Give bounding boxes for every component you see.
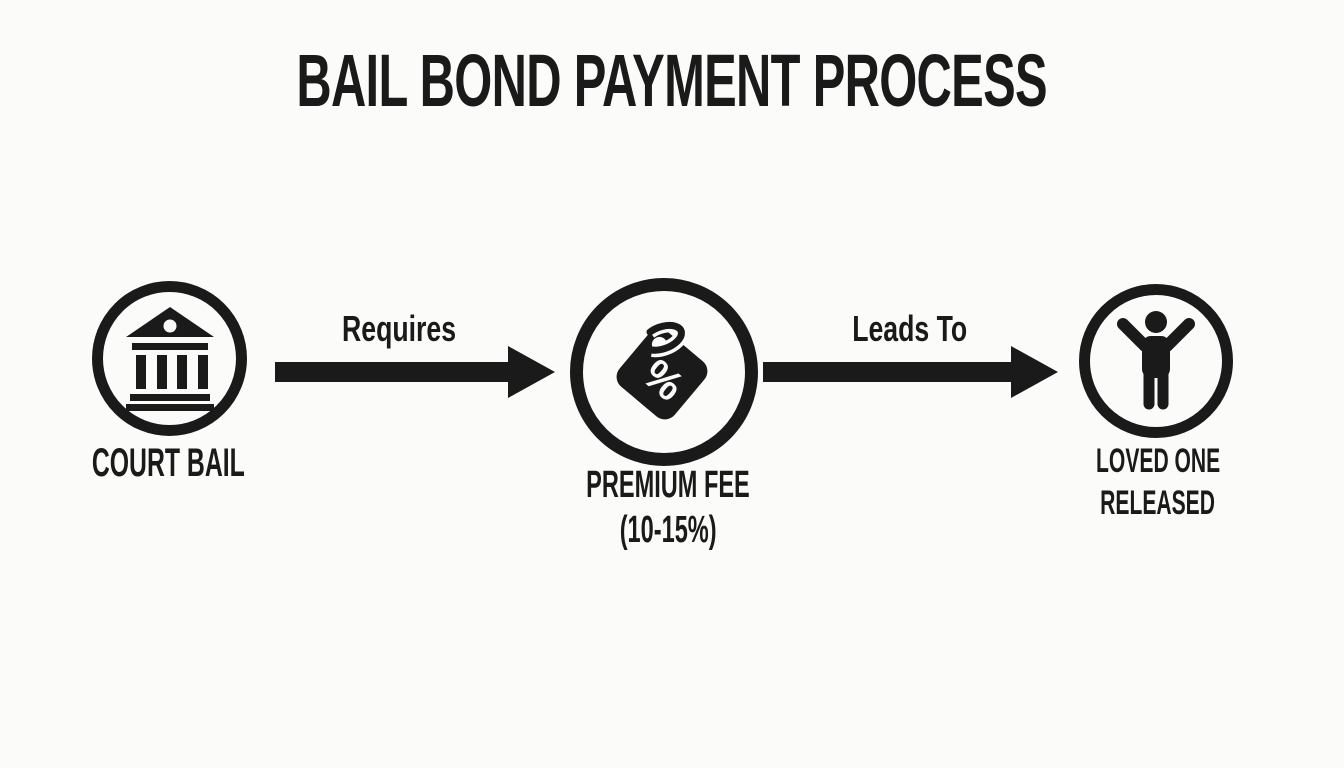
person-celebrating-icon [1117,311,1195,410]
node-label-loved-one-line1: LOVED ONE [1095,442,1221,480]
courthouse-glyph [125,306,214,411]
node-label-premium-fee-line2: (10-15%) [619,509,717,551]
node-label-premium-fee: PREMIUM FEE (10-15%) [518,466,818,556]
person-celebrating-glyph [1117,311,1195,410]
node-label-court-bail: COURT BAIL [18,443,318,483]
arrow-right-icon [275,346,555,398]
connector-label-leads-to-text: Leads To [852,308,968,349]
arrow-right-glyph [275,346,555,398]
node-court-bail [92,281,247,436]
page-title-text: BAIL BOND PAYMENT PROCESS [296,39,1048,122]
courthouse-icon [125,306,214,411]
node-label-loved-one-released: LOVED ONE RELEASED [1008,444,1308,528]
price-tag-percent-icon: % [616,318,708,420]
connector-label-leads-to: Leads To [800,311,1020,347]
price-tag-glyph: % [616,318,708,420]
connector-label-requires: Requires [289,311,509,347]
node-label-court-bail-line1: COURT BAIL [91,441,245,485]
node-loved-one-released [1079,284,1233,438]
node-premium-fee: % [570,278,758,466]
page-title: BAIL BOND PAYMENT PROCESS [0,44,1344,118]
node-label-loved-one-line2: RELEASED [1100,484,1216,522]
tag-string-loop [646,321,685,354]
node-label-premium-fee-line1: PREMIUM FEE [586,464,750,506]
arrow-right-icon [763,346,1058,398]
connector-label-requires-text: Requires [341,308,457,349]
arrow-right-glyph [763,346,1058,398]
